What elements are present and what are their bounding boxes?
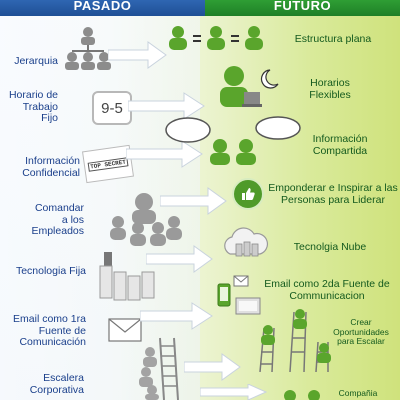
future-label-tecnologia-nube: Tecnolgia Nube (293, 241, 367, 253)
equals-people-icon (169, 26, 263, 50)
past-label-comandar: Comandar a los Empleados (31, 202, 84, 237)
future-label-informacion-compartida: Información Compartida (312, 133, 368, 157)
clock-text: 9-5 (101, 99, 123, 117)
laptop-moon-icon (220, 66, 279, 107)
arrow-icon (126, 140, 203, 168)
envelope-icon (108, 318, 142, 342)
green-people-icon (284, 390, 320, 400)
past-label-escalera-corporativa: Escalera Corporativa (29, 372, 84, 396)
header-future: FUTURO (205, 0, 400, 16)
arrow-icon (140, 302, 213, 330)
boss-meeting-icon (110, 193, 182, 246)
clock-9-5-icon: 9-5 (92, 91, 132, 125)
ladder-icon (139, 337, 179, 400)
past-label-jerarquia: Jerarquia (14, 55, 58, 67)
thumbs-up-icon (232, 178, 264, 210)
arrow-icon (128, 92, 205, 120)
past-label-informacion-confidencial: Información Confidencial (22, 155, 80, 179)
future-label-compania: Compañia (338, 388, 378, 398)
header-past: PASADO (0, 0, 205, 16)
arrow-icon (108, 41, 167, 69)
phone-email-icon (217, 275, 261, 315)
past-label-email-1ra: Email como 1ra Fuente de Comunicación (13, 313, 86, 348)
past-label-horario: Horario de Trabajo Fijo (8, 89, 58, 124)
past-label-tecnologia-fija: Tecnologia Fija (15, 265, 86, 277)
server-rack-icon (99, 252, 155, 301)
arrow-icon (146, 245, 213, 273)
arrow-icon (200, 384, 268, 400)
arrow-icon (184, 353, 241, 381)
future-label-horarios-flexibles: Horarios Flexibles (309, 77, 351, 101)
arrow-icon (160, 187, 227, 215)
future-label-estructura-plana: Estructura plana (294, 33, 372, 45)
org-chart-icon (65, 27, 111, 70)
speech-bubbles-icon (165, 116, 301, 165)
future-label-emponderar: Emponderar e Inspirar a las Personas par… (268, 182, 398, 206)
ladders-people-icon (259, 309, 331, 372)
future-label-email-2da: Email como 2da Fuente de Communicacion (264, 278, 390, 302)
cloud-server-icon (224, 227, 269, 257)
stamp-text: TOP SECRET (87, 156, 129, 172)
future-label-crear-oportunidades: Crear Oportunidades para Escalar (333, 317, 389, 346)
